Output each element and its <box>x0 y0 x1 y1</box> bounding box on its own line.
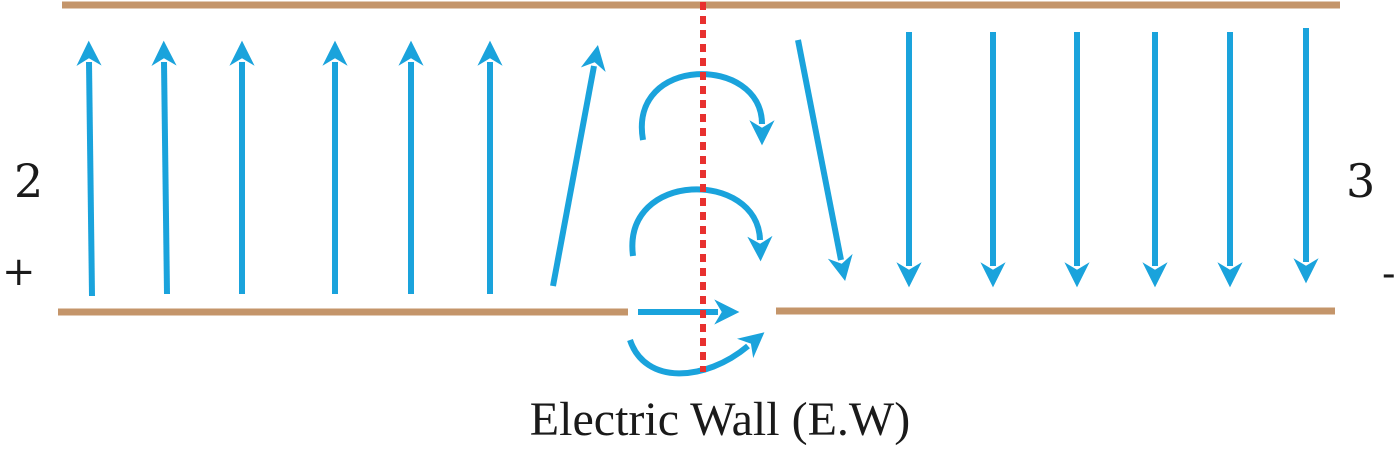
curved-arrow-middle <box>629 186 773 262</box>
curved-arrow-lower <box>627 332 765 377</box>
left-polarity-label: + <box>2 249 36 295</box>
field-arrow-up <box>76 40 102 297</box>
electric-wall-caption: Electric Wall (E.W) <box>529 393 911 446</box>
upward-field-arrows <box>76 40 606 297</box>
field-arrow-tilted-up <box>550 44 606 287</box>
left-port-label: 2 <box>14 154 44 208</box>
field-arrow-tilted-down <box>795 39 853 282</box>
downward-field-arrows <box>795 28 1319 288</box>
curved-arrow-upper <box>638 71 775 146</box>
right-port-label: 3 <box>1346 154 1376 208</box>
fringing-field-arrows <box>627 71 775 377</box>
right-polarity-label: - <box>1382 251 1396 297</box>
field-arrow-up <box>151 40 177 295</box>
